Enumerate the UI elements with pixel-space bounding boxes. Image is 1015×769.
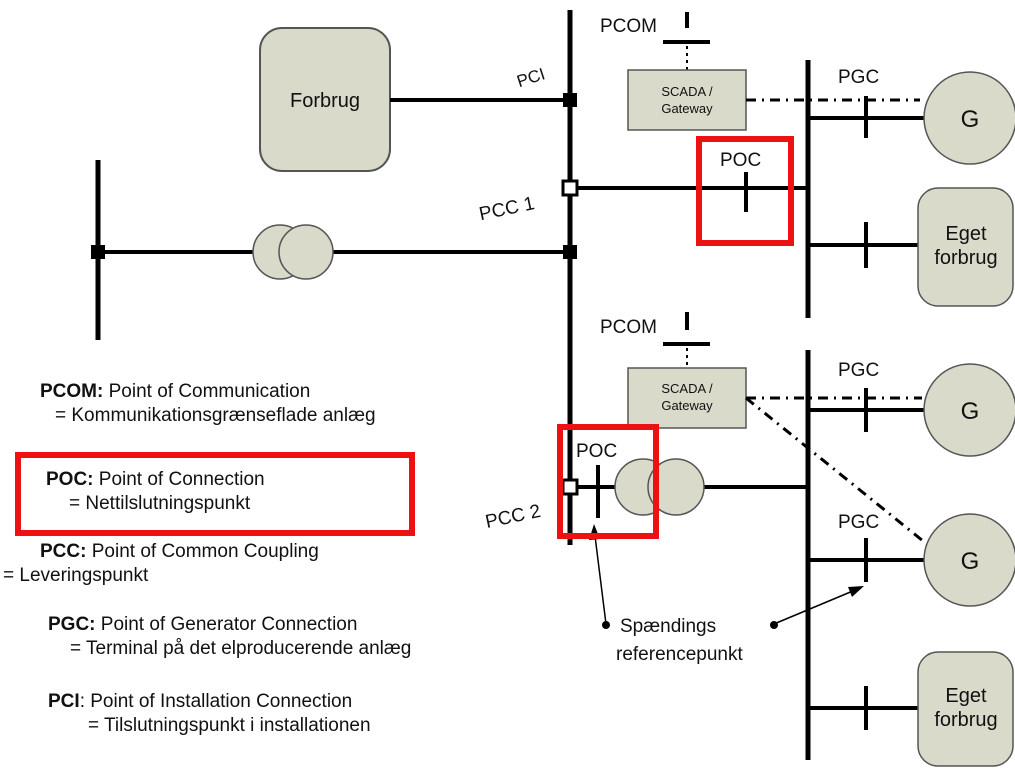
poc-bottom-label: POC	[576, 441, 617, 462]
legend-pci-name: : Point of Installation Connection	[79, 691, 353, 712]
legend-pcc-abbr: PCC:	[40, 541, 87, 562]
generator-3	[923, 513, 1015, 607]
scada-top-line1: SCADA /	[661, 84, 713, 99]
grid-node	[91, 245, 105, 259]
pci-node	[563, 93, 577, 107]
legend-pcom-desc: = Kommunikationsgrænseflade anlæg	[55, 405, 376, 426]
legend-pgc-abbr: PGC:	[48, 614, 96, 635]
legend-pgc: PGC: Point of Generator Connection = Ter…	[48, 613, 411, 661]
legend-pcom: PCOM: Point of Communication = Kommunika…	[40, 380, 376, 428]
bus-node	[563, 245, 577, 259]
vref-label-1: Spændings	[620, 616, 716, 637]
legend-poc-desc: = Nettilslutningspunkt	[69, 493, 251, 514]
pcc1-label: PCC 1	[477, 193, 536, 225]
pcc1-node	[561, 179, 579, 197]
vref-arrowhead-2	[848, 586, 864, 597]
pgc-low-label: PGC	[838, 512, 879, 533]
scada-top-box	[627, 69, 747, 131]
vref-dot-2	[770, 621, 778, 629]
pcc2-node	[561, 478, 579, 496]
legend-poc: POC: Point of Connection = Nettilslutnin…	[46, 468, 265, 516]
legend-pci-abbr: PCI	[48, 691, 80, 712]
legend-pcc: PCC: Point of Common Coupling = Levering…	[3, 540, 319, 588]
forbrug-label: Forbrug	[290, 90, 360, 112]
generator-3-label: G	[961, 548, 980, 575]
legend-pci-desc: = Tilslutningspunkt i installationen	[88, 715, 371, 736]
scada-top-line2: Gateway	[661, 101, 713, 116]
poc-bottom-highlight	[557, 424, 659, 539]
load-top-line2: forbrug	[934, 247, 997, 269]
legend-pcom-abbr: PCOM:	[40, 381, 104, 402]
pgc-top-label: PGC	[838, 67, 879, 88]
legend-pcc-name: Point of Common Coupling	[86, 541, 319, 562]
generator-2	[923, 363, 1015, 457]
load-bottom-box	[917, 651, 1014, 767]
pcom-top-label: PCOM	[600, 16, 657, 37]
legend-pci: PCI: Point of Installation Connection = …	[48, 690, 371, 738]
scada-bottom-box	[627, 367, 747, 429]
load-top-box	[917, 187, 1014, 307]
legend-pgc-name: Point of Generator Connection	[95, 614, 358, 635]
legend-pgc-desc: = Terminal på det elproducerende anlæg	[70, 638, 412, 659]
pgc-mid-label: PGC	[838, 360, 879, 381]
legend-pcom-name: Point of Communication	[103, 381, 311, 402]
legend-poc-abbr: POC:	[46, 469, 94, 490]
poc-top-label: POC	[720, 150, 761, 171]
poc-top-highlight	[696, 136, 794, 246]
generator-1-label: G	[961, 106, 980, 133]
vref-arrow-2	[773, 587, 861, 625]
load-bottom-line2: forbrug	[934, 709, 997, 731]
vref-arrow-1	[593, 527, 607, 625]
legend-poc-name: Point of Connection	[93, 469, 265, 490]
generator-1	[923, 71, 1015, 165]
transformer-winding-2	[278, 224, 334, 280]
generator-2-label: G	[961, 398, 980, 425]
load-top-line1: Eget	[945, 223, 987, 245]
scada-bottom-comm-2	[745, 396, 929, 547]
vref-label-2: referencepunkt	[616, 644, 743, 665]
pcc2-label: PCC 2	[484, 501, 543, 533]
pcom-bottom-label: PCOM	[600, 317, 657, 338]
legend-pcc-desc: = Leveringspunkt	[3, 565, 149, 586]
vref-dot-1	[602, 621, 610, 629]
scada-bottom-line1: SCADA /	[661, 381, 713, 396]
poc-legend-highlight	[15, 452, 415, 536]
pci-label: PCI	[514, 64, 547, 91]
load-bottom-line1: Eget	[945, 685, 987, 707]
feeder-transformer-2	[647, 458, 705, 516]
scada-bottom-line2: Gateway	[661, 398, 713, 413]
